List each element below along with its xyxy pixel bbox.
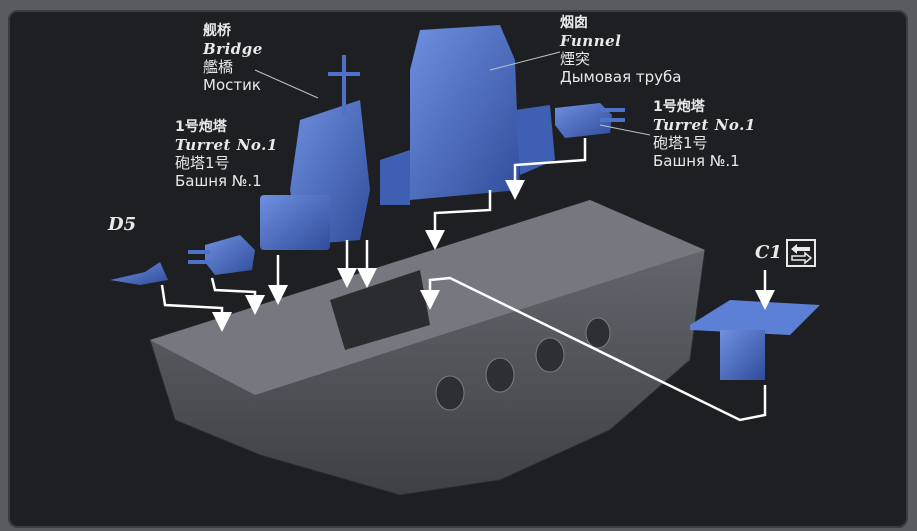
turret-left-label-ru: Башня №.1 [175,172,262,190]
turret-part-left [188,235,255,275]
turret-part-right [555,103,625,138]
swap-arrows-icon [786,239,816,267]
turret-left-label-ja: 砲塔1号 [175,154,230,172]
funnel-label-ru: Дымовая труба [560,68,682,86]
bridge-part [260,55,370,250]
bridge-label: 舰桥 Bridge 艦橋 Мостик [203,22,263,94]
funnel-label-zh: 烟囱 [560,15,588,31]
turret-right-label-en: Turret No.1 [653,116,756,134]
turret-right-label-ja: 砲塔1号 [653,134,708,152]
swap-arrows-icon-glyph [791,244,813,265]
turret-left-label: 1号炮塔 Turret No.1 砲塔1号 Башня №.1 [175,118,278,190]
turret-left-label-en: Turret No.1 [175,136,278,154]
funnel-label: 烟囱 Funnel 煙突 Дымовая труба [560,14,681,86]
turret-right-label-ru: Башня №.1 [653,152,740,170]
funnel-label-en: Funnel [560,32,622,50]
bridge-label-ru: Мостик [203,76,261,94]
leader-lines [254,51,651,136]
turret-right-label: 1号炮塔 Turret No.1 砲塔1号 Башня №.1 [653,98,756,170]
turret-left-label-zh: 1号炮塔 [175,119,227,135]
guide-lines [160,138,775,422]
bridge-label-en: Bridge [203,40,263,58]
c1-part [690,300,820,380]
part-code-c1: C1 [755,242,782,263]
funnel-label-ja: 煙突 [560,50,591,68]
funnel-part [380,25,555,205]
d5-part [110,262,168,285]
part-code-d5: D5 [108,214,137,235]
bridge-label-ja: 艦橋 [203,58,234,76]
turret-right-label-zh: 1号炮塔 [653,99,705,115]
bridge-label-zh: 舰桥 [203,23,231,39]
